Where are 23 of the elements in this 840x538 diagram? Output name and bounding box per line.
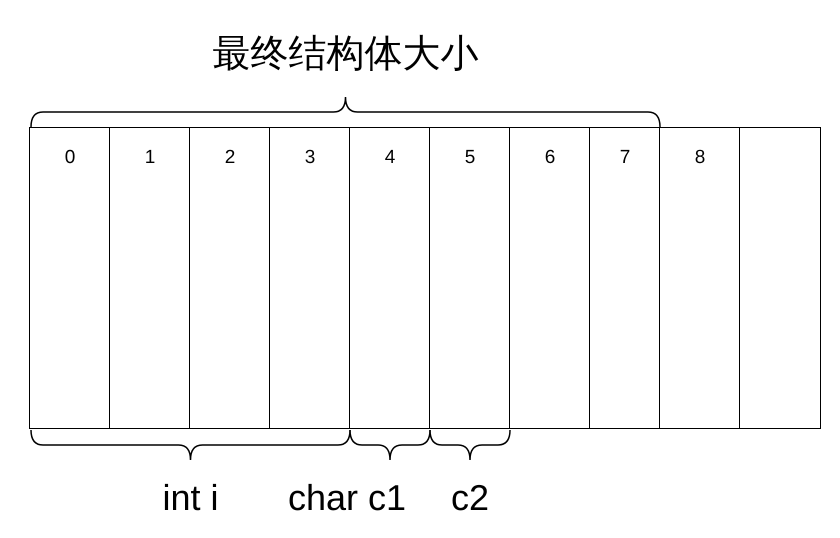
memory-cell [29, 127, 111, 429]
brace-label: c2 [450, 476, 490, 520]
byte-index: 3 [304, 148, 316, 167]
byte-index: 2 [224, 148, 236, 167]
memory-cell [269, 127, 351, 429]
memory-cell [659, 127, 741, 429]
brace-label: char c1 [288, 476, 406, 520]
brace-label: int i [162, 476, 219, 520]
byte-index: 6 [544, 148, 556, 167]
byte-index: 0 [64, 148, 76, 167]
memory-cell [109, 127, 191, 429]
memory-cell [509, 127, 591, 429]
empty-memory-cell [739, 127, 821, 429]
byte-index: 1 [144, 148, 156, 167]
brace-label: 最终结构体大小 [212, 32, 478, 77]
byte-index: 4 [384, 148, 396, 167]
memory-cell [589, 127, 661, 429]
byte-index: 8 [694, 148, 706, 167]
byte-index: 5 [464, 148, 476, 167]
memory-cell [429, 127, 511, 429]
byte-index: 7 [620, 148, 630, 167]
memory-cell [189, 127, 271, 429]
memory-cell [349, 127, 431, 429]
